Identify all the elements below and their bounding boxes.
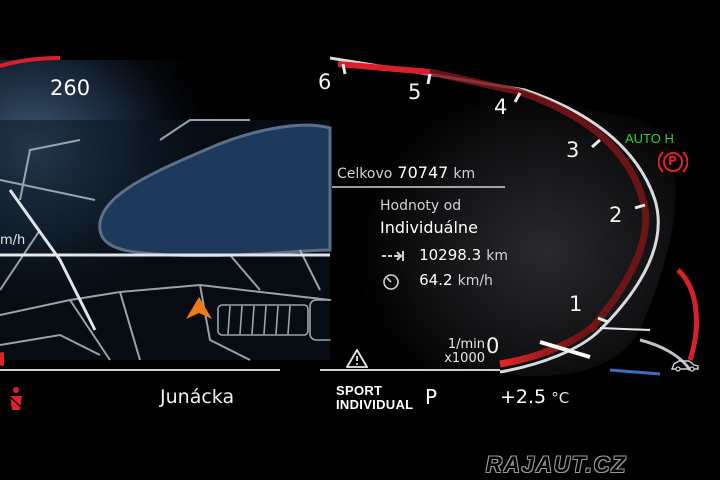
red-indicator-partial	[0, 352, 4, 366]
tach-tick-1: 1	[569, 292, 583, 316]
watermark: RAJAUT.CZ	[486, 452, 628, 477]
tach-tick-3: 3	[566, 138, 580, 162]
speedometer-max-label: 260	[50, 76, 91, 100]
distance-arrow-icon	[382, 250, 404, 261]
tach-unit-rpm: 1/min x1000	[441, 338, 485, 366]
street-name: Junácka	[160, 386, 235, 408]
seatbelt-warning-icon	[9, 387, 23, 410]
car-outline-icon	[670, 360, 699, 372]
trip-distance-unit: km	[486, 248, 508, 264]
odometer-value: 70747	[397, 163, 449, 182]
avg-speed-row: 64.2 km/h	[382, 270, 493, 290]
gear-indicator: P	[425, 385, 438, 409]
outside-temperature: +2.5 °C	[500, 386, 569, 408]
map-position-arrow-icon	[186, 297, 212, 319]
avg-speed-unit: km/h	[457, 273, 493, 289]
tach-tick-5: 5	[408, 80, 422, 104]
drive-mode-line2: INDIVIDUAL	[336, 397, 414, 412]
tach-tick-0: 0	[486, 334, 500, 358]
stopwatch-icon	[383, 273, 399, 290]
tach-unit-line1: 1/min	[447, 337, 485, 352]
tach-tick-2: 2	[609, 203, 623, 227]
drive-mode: SPORT INDIVIDUAL	[336, 384, 413, 412]
speedometer-unit-partial: m/h	[0, 233, 26, 248]
trip-distance-row: 10298.3 km	[382, 245, 508, 264]
tach-tick-6: 6	[318, 70, 332, 94]
auto-hold-indicator: AUTO H	[625, 131, 674, 146]
trip-distance-value: 10298.3	[419, 246, 482, 264]
drive-mode-line1: SPORT	[336, 383, 383, 398]
parking-brake-icon: P	[658, 150, 688, 174]
odometer-label: Celkovo	[337, 166, 393, 182]
odometer-unit: km	[453, 166, 476, 182]
values-from-value: Individuálne	[380, 218, 478, 237]
parking-brake-letter: P	[668, 154, 677, 168]
odometer-row: Celkovo 70747 km	[337, 163, 475, 182]
avg-speed-value: 64.2	[419, 271, 453, 289]
speedometer-arc	[0, 56, 60, 68]
warning-triangle-icon	[346, 349, 368, 368]
values-from-label: Hodnoty od	[380, 198, 462, 214]
temperature-unit: °C	[551, 389, 570, 407]
tach-unit-line2: x1000	[444, 351, 485, 366]
tach-tick-4: 4	[494, 95, 508, 119]
parking-brake-brackets	[658, 151, 688, 173]
temperature-value: +2.5	[500, 386, 547, 408]
